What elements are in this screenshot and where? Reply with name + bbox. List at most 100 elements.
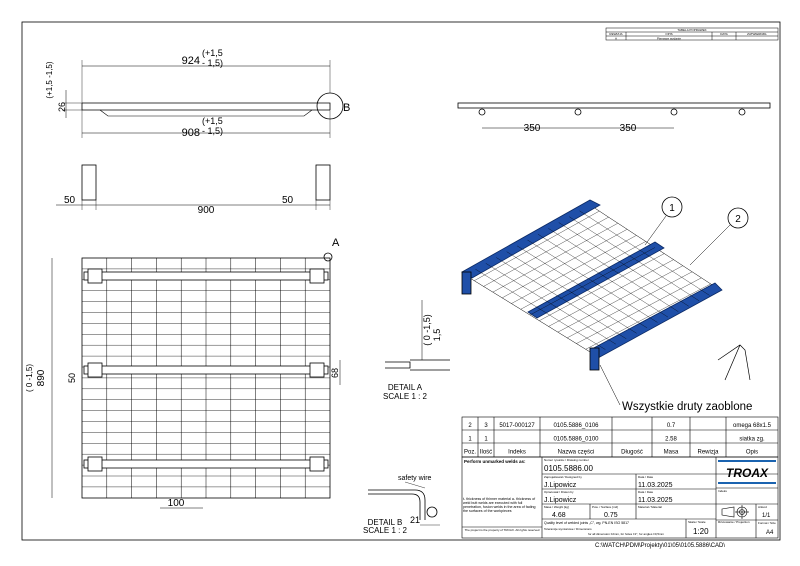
end-view: 50 900 50 — [56, 164, 331, 216]
revision-value: A — [615, 37, 617, 41]
date-label: Data / Date — [638, 475, 654, 479]
detail-b-title: DETAIL B — [368, 518, 403, 527]
detail-b-label: B — [343, 102, 350, 114]
designed-label: Zaprojektował / Designed by — [544, 475, 582, 479]
parts-cell: 5017-000127 — [499, 423, 535, 429]
omega-bar — [461, 199, 601, 279]
parts-cell: 2.58 — [665, 436, 677, 442]
dim-omega-width: 68 — [330, 368, 340, 378]
dim-support-2: 350 — [620, 123, 637, 134]
mesh-wire — [529, 247, 656, 316]
material-label: Materiał / Material — [638, 505, 662, 509]
weight: 4.68 — [552, 512, 566, 519]
sheet-label: Arkusz — [758, 505, 768, 509]
dim-detail-a-value: 1,5 — [432, 329, 442, 342]
parts-header: Masa — [664, 450, 679, 456]
dim-support-1: 350 — [524, 123, 541, 134]
parts-cell: 0105.5886_0106 — [553, 423, 599, 429]
dim-inner-length: 908 — [182, 127, 200, 139]
mesh-wire — [502, 229, 628, 299]
detail-a-circle — [323, 252, 333, 262]
omega-end-clip — [87, 268, 103, 284]
dim-height: 26 — [57, 102, 67, 112]
dim-tol: (+1,5 — [202, 48, 223, 58]
omega-end-clip — [309, 362, 325, 378]
parts-cell: siatka zg. — [739, 436, 765, 442]
dim-end-left: 50 — [64, 195, 76, 206]
dim-tol: - 1,5) — [202, 58, 223, 68]
plan-view: A 890 ( 0 -1,5) 50 68 100 — [25, 237, 341, 509]
mesh-wire — [585, 283, 711, 350]
projection-symbol-icon — [721, 505, 749, 519]
parts-header: Opis — [746, 450, 758, 456]
rounded-wires-note: Wszystkie druty zaoblone — [622, 401, 752, 413]
balloon-2-label: 2 — [735, 214, 741, 225]
drawn-label: Opracował / Drawn by — [544, 490, 574, 494]
weight-label: Masa / Weight [kg] — [544, 505, 569, 509]
sheet-frame — [21, 21, 781, 541]
scale: 1:20 — [693, 527, 709, 536]
parts-header: Ilość — [480, 450, 492, 456]
troax-logo-text: TROAX — [726, 466, 769, 480]
dim-side-tol: ( 0 -1,5) — [25, 364, 34, 392]
omega-end-clip — [309, 268, 325, 284]
weld-note-title: Perform unmarked welds as: — [464, 459, 526, 464]
mesh-wire — [548, 259, 674, 327]
detail-a-title: DETAIL A — [388, 383, 423, 392]
dim-end-right: 50 — [282, 195, 294, 206]
date-label: Data / Date — [638, 490, 654, 494]
tolerance-label: Tolerancje wymiarowe / Dimensions — [544, 527, 592, 531]
dim-side-length: 890 — [36, 369, 47, 386]
drawing-number: 0105.5886.00 — [544, 464, 593, 473]
revision-header: DATA — [720, 32, 728, 36]
balloon-2 — [727, 207, 749, 229]
surface-label: Pow. / Surface [m2] — [592, 505, 618, 509]
mesh-wire — [520, 241, 646, 310]
tolerance-note: for all dimension ±2mm, for holes ±1°, f… — [588, 532, 665, 536]
designed-by: J.Lipowicz — [544, 482, 577, 489]
revision-table: TABELA POPRAWEK REWIZJA OPIS DATA ZATWIE… — [605, 27, 779, 41]
parts-cell: omega 68x1.5 — [733, 423, 772, 429]
support-view: 350 350 — [457, 102, 771, 134]
parts-cell: 0.7 — [667, 423, 676, 429]
parts-header: Nazwa części — [558, 450, 595, 456]
detail-a: ( 0 -1,5) 1,5 DETAIL A SCALE 1 : 2 — [383, 300, 450, 401]
revision-description: Pierwsze wydanie — [657, 37, 681, 41]
parts-header: Długość — [621, 450, 643, 456]
safety-wire-label: safety wire — [398, 475, 432, 482]
balloon-1 — [661, 196, 683, 218]
title-block: Perform unmarked welds as: t- thickness … — [461, 456, 779, 539]
mesh-wire — [576, 277, 702, 344]
omega-bar — [83, 271, 329, 281]
parts-cell: 3 — [484, 423, 488, 429]
dim-detail-a: ( 0 -1,5) — [422, 314, 432, 346]
mesh-wire — [557, 265, 683, 333]
property-note: The project is the property of TROAX. Al… — [465, 528, 540, 532]
detail-b: safety wire 21 DETAIL B SCALE 1 : 2 — [363, 475, 440, 535]
mesh-wire — [511, 235, 637, 304]
designed-date: 11.03.2025 — [638, 482, 673, 489]
surface: 0.75 — [604, 512, 618, 519]
isometric-view: 1 2 Wszystkie druty zaoblone — [461, 196, 752, 413]
parts-header: Poz. — [464, 450, 476, 456]
format-label: Format / Size — [758, 521, 776, 525]
balloon-1-label: 1 — [669, 203, 675, 214]
projection-label: Rzutowanie / Projection — [718, 520, 750, 524]
omega-bar — [589, 282, 723, 359]
scale-label: Skala / Scale — [688, 520, 706, 524]
drawn-date: 11.03.2025 — [638, 497, 673, 504]
detail-a-label: A — [332, 237, 340, 249]
file-path: C:\WATCH\PDM\Projekty\01\05\0105.5886\CA… — [595, 543, 725, 549]
omega-bar — [83, 459, 329, 469]
mesh-wire — [492, 223, 618, 293]
parts-cell: 1 — [484, 436, 488, 442]
detail-b-scale: SCALE 1 : 2 — [363, 526, 408, 535]
omega-end-clip — [87, 456, 103, 472]
revision-table-title: TABELA POPRAWEK — [677, 28, 706, 32]
dim-detail-b: 21 — [410, 515, 420, 525]
quality-note: Quality level of welded joints „C”, wg. … — [544, 521, 629, 525]
mesh-wire — [474, 210, 600, 281]
dim-span: 900 — [198, 205, 215, 216]
